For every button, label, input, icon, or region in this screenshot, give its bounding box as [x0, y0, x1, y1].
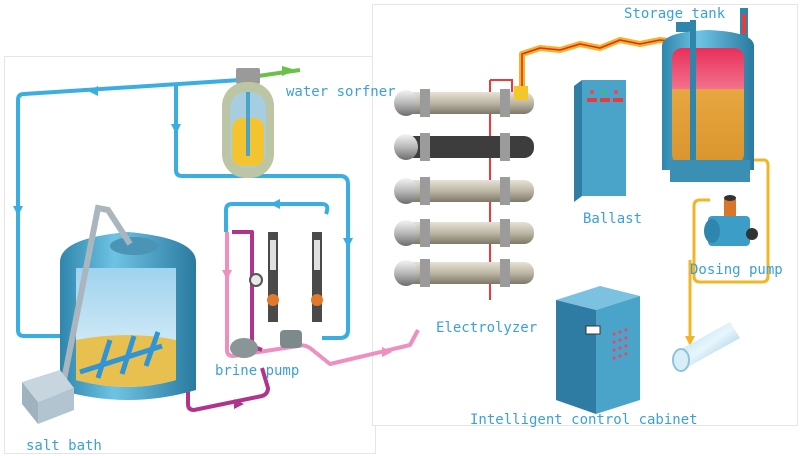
- dosing-pump: [704, 195, 758, 246]
- storage-tank: [662, 8, 754, 182]
- flow-arrow-icon: [234, 399, 244, 409]
- flow-arrow-icon: [222, 270, 232, 280]
- water-softener: [222, 68, 274, 178]
- outlet-pipe: [672, 322, 740, 372]
- electrolyzer-cell: [394, 89, 534, 117]
- brine-pump: [230, 232, 323, 358]
- water-line: [16, 76, 350, 340]
- electrolyzer-cell: [394, 133, 534, 161]
- label-ballast: Ballast: [583, 211, 643, 227]
- label-storage-tank: Storage tank: [624, 6, 726, 22]
- salt-bath: [22, 370, 74, 424]
- label-salt-bath: salt bath: [26, 438, 102, 454]
- electrolyzer-cell: [394, 219, 534, 247]
- electrolyzer-cell: [394, 259, 534, 287]
- label-electrolyzer: Electrolyzer: [436, 320, 538, 336]
- label-dosing-pump: Dosing pump: [690, 262, 783, 278]
- control-cabinet: [556, 286, 640, 414]
- water-inlet-line: [257, 66, 301, 78]
- brine-tank: [57, 204, 196, 401]
- product-line: [519, 37, 679, 88]
- label-brine-pump: brine pump: [215, 363, 300, 379]
- electrolyzer-cell: [394, 177, 534, 205]
- flow-arrow-icon: [13, 86, 353, 248]
- label-water-softener: water sorfner: [286, 84, 396, 100]
- ballast-cabinet: [574, 80, 626, 202]
- label-control-cabinet: Intelligent control cabinet: [470, 412, 698, 428]
- flow-arrow-icon: [685, 336, 695, 346]
- electrolyzer: [394, 86, 534, 287]
- flow-arrow-icon: [382, 347, 392, 357]
- outlet-valve: [514, 86, 528, 100]
- dosing-line: [688, 158, 770, 340]
